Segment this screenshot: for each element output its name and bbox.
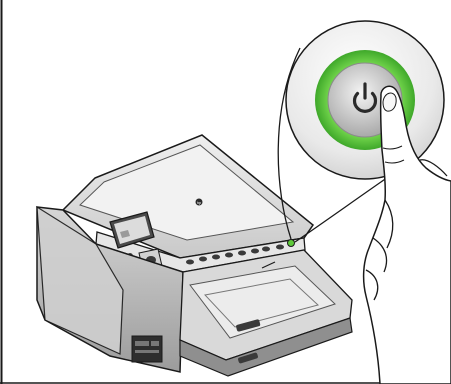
panel-button	[225, 253, 233, 258]
panel-button	[212, 255, 220, 260]
memory-card-slots	[132, 336, 162, 362]
hp-logo-icon: hp	[196, 199, 203, 206]
panel-button	[276, 245, 284, 250]
panel-button	[251, 249, 259, 254]
output-tray	[180, 250, 352, 376]
panel-button	[186, 260, 194, 265]
panel-button	[199, 257, 207, 262]
printer: hp	[37, 135, 352, 376]
svg-text:hp: hp	[197, 200, 202, 205]
panel-button	[238, 251, 246, 256]
zoom-callout	[286, 21, 444, 179]
panel-button	[262, 247, 270, 252]
printer-power-button	[288, 240, 295, 247]
